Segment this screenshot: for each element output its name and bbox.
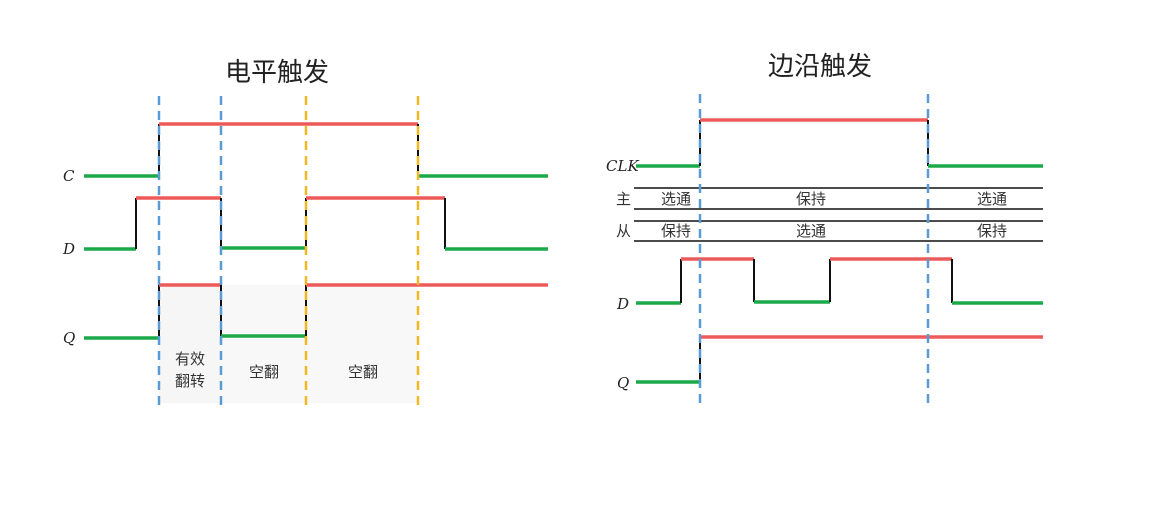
level-trigger-title: 电平触发 [225,58,329,88]
master-state-3: 选通 [977,190,1007,208]
signal-label-d: D [62,240,75,258]
signal-label-d-edge: D [616,295,629,313]
slave-row-label: 从 [616,222,631,240]
empty-flip-label-1: 空翻 [249,363,279,381]
valid-flip-region [159,285,221,403]
waveform-d-edge [636,257,1043,305]
level-trigger-panel: 电平触发 C D Q [62,58,548,405]
empty-flip-region-2 [306,285,418,403]
signal-label-q: Q [63,329,75,347]
empty-flip-region-1 [221,285,306,403]
signal-label-q-edge: Q [617,374,629,392]
slave-state-1: 保持 [661,222,691,240]
signal-label-c: C [63,167,75,185]
slave-state-3: 保持 [977,222,1007,240]
waveform-clk [636,118,1043,168]
waveform-q-edge [636,335,1043,384]
waveform-d [84,196,548,251]
master-state-1: 选通 [661,190,691,208]
slave-state-2: 选通 [796,222,826,240]
valid-flip-label-line1: 有效 [175,350,205,368]
edge-trigger-panel: 边沿触发 CLK 主 从 D Q 选通 保持 选通 保持 选通 保持 [606,52,1043,408]
edge-trigger-title: 边沿触发 [768,52,872,82]
empty-flip-label-2: 空翻 [348,363,378,381]
master-row-label: 主 [616,190,631,208]
master-state-2: 保持 [796,190,826,208]
signal-label-clk: CLK [606,157,639,175]
valid-flip-label-line2: 翻转 [175,372,205,390]
master-slave-table: 选通 保持 选通 保持 选通 保持 [634,187,1043,242]
waveform-c [84,122,548,178]
